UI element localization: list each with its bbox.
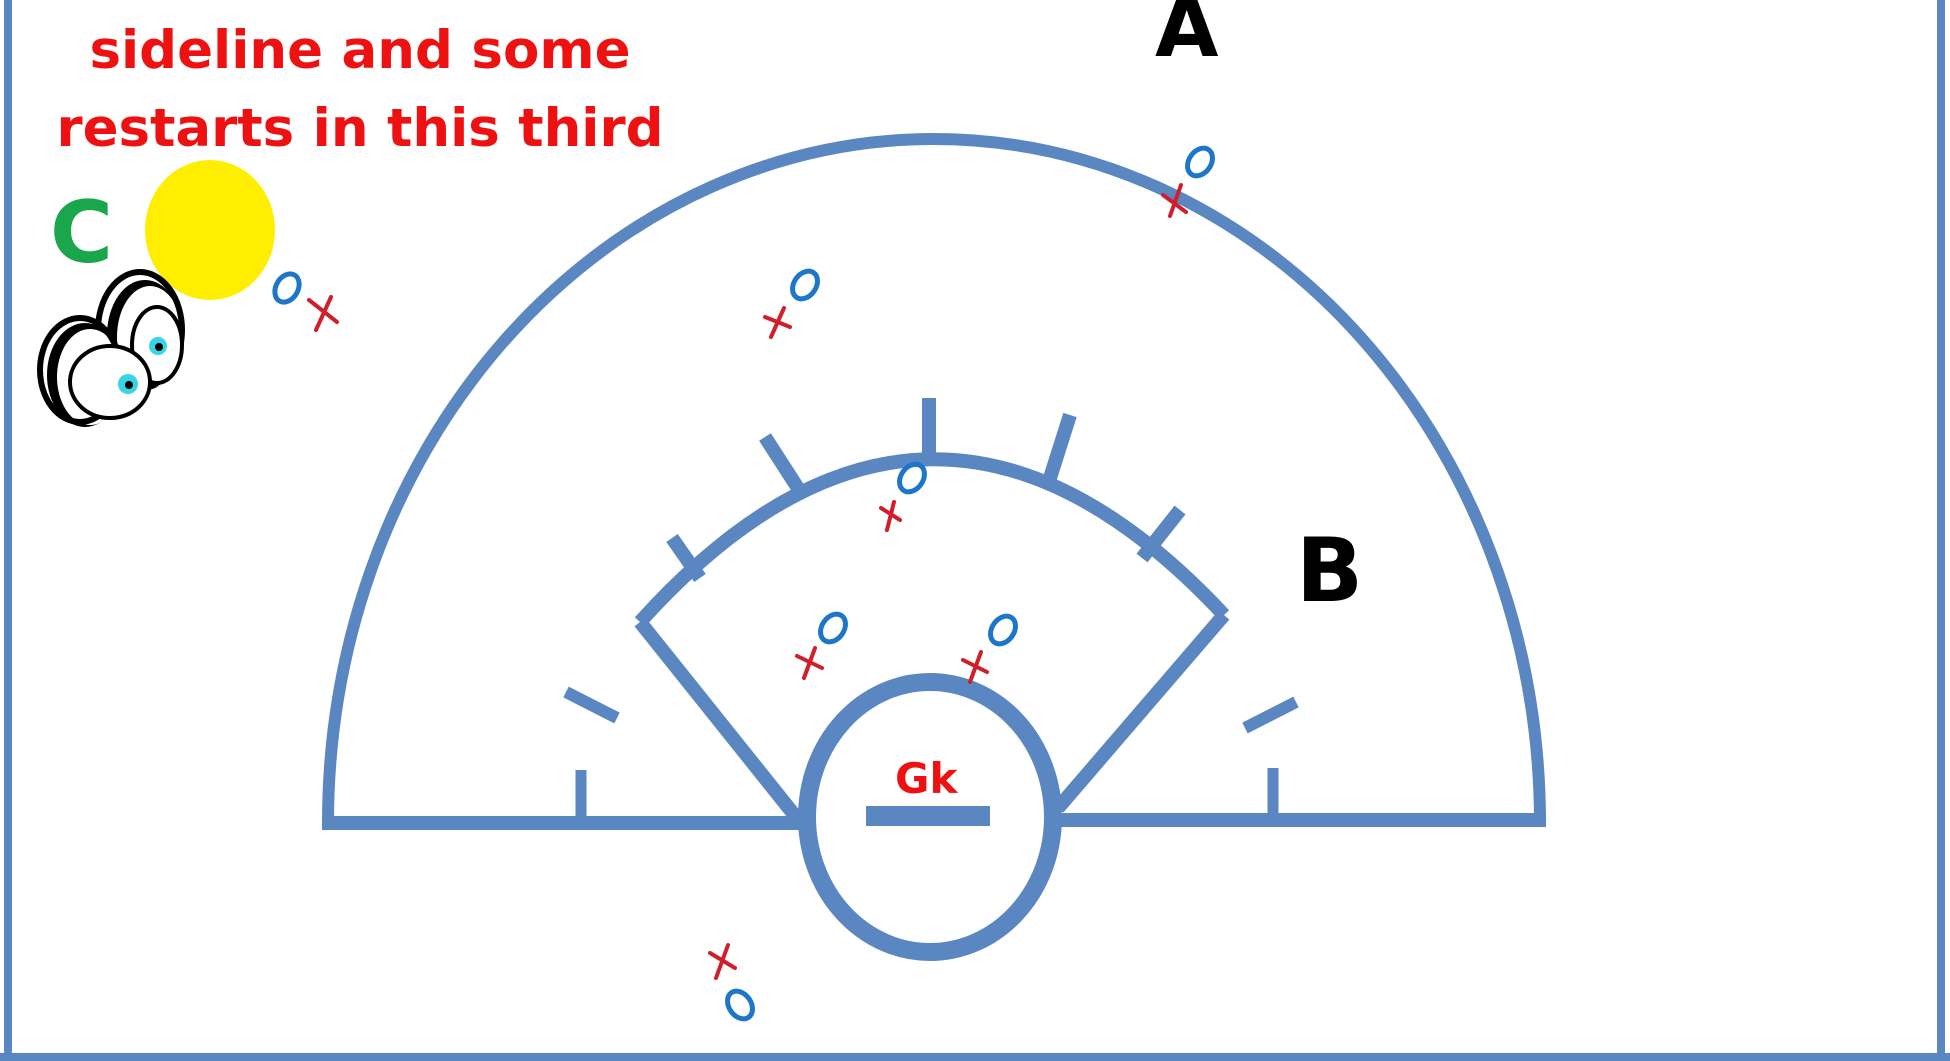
inner-arc-side-right xyxy=(1052,610,1230,813)
goal-circle xyxy=(798,673,1062,961)
fan-arc xyxy=(322,133,1546,824)
o-marker xyxy=(725,988,755,1022)
fan-hash-mark xyxy=(1242,696,1299,734)
inner-arc-side-left xyxy=(634,617,806,827)
position-label-a: A xyxy=(1155,0,1219,76)
position-label-c: C xyxy=(50,183,114,283)
o-marker xyxy=(1185,145,1215,179)
goalkeeper-label: Gk xyxy=(895,754,958,803)
o-marker xyxy=(790,268,820,302)
inner-arc-hash-marks xyxy=(666,398,1186,583)
x-marker xyxy=(1161,183,1188,218)
o-marker xyxy=(897,461,927,495)
o-marker xyxy=(272,271,302,305)
x-marker xyxy=(795,646,824,680)
sideline-caption: sideline and some restarts in this third xyxy=(40,12,680,168)
yellow-ball-icon xyxy=(145,160,275,300)
o-marker xyxy=(818,611,848,645)
caption-line-2: restarts in this third xyxy=(56,98,664,159)
position-label-b: B xyxy=(1296,519,1364,622)
x-marker xyxy=(763,306,792,339)
x-marker xyxy=(879,500,902,532)
x-marker xyxy=(961,650,989,684)
x-marker xyxy=(307,295,339,332)
x-marker xyxy=(708,943,737,980)
watching-eyes-icon xyxy=(37,269,185,427)
caption-line-1: sideline and some xyxy=(89,20,631,81)
o-marker xyxy=(988,613,1018,647)
fan-hash-mark xyxy=(563,686,620,724)
inner-arc xyxy=(634,452,1230,627)
